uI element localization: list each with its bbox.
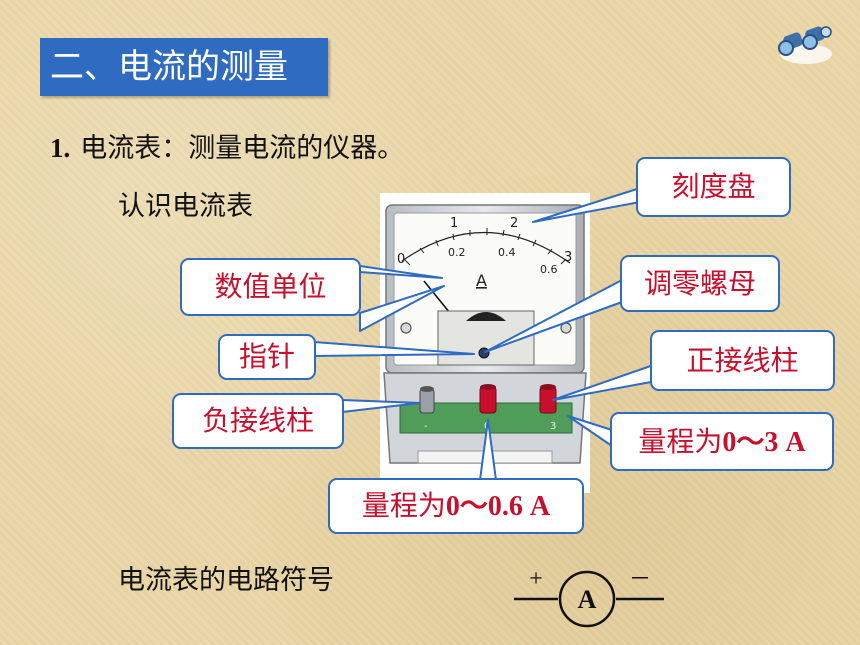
ammeter-illustration: 0 1 2 3 0.2 0.4 0.6 A - 0 3: [380, 193, 590, 493]
case-screw: [400, 322, 412, 334]
callout-range-3-value: 0～3 A: [722, 427, 806, 458]
terminal-label: -: [424, 421, 428, 432]
symbol-letter: A: [578, 585, 597, 614]
callout-zero-adjust: 调零螺母: [620, 255, 780, 312]
terminal-3: [539, 384, 557, 414]
callout-unit: 数值单位: [180, 258, 361, 316]
callout-negative-terminal: 负接线柱: [172, 393, 344, 449]
scale-label: 0.2: [448, 246, 466, 259]
zero-adjust-screw: [478, 347, 490, 359]
scale-label: 2: [510, 216, 518, 231]
callout-dial: 刻度盘: [636, 157, 791, 217]
callout-range-3: 量程为0～3 A: [610, 412, 834, 471]
callout-pointer-text: 指针: [238, 340, 295, 373]
scale-label: 1: [450, 216, 458, 231]
callout-unit-text: 数值单位: [214, 270, 327, 303]
callout-positive-terminal-text: 正接线柱: [686, 344, 799, 377]
heading-number: 1.: [50, 133, 71, 163]
case-screw: [560, 322, 572, 334]
terminal-06: [479, 384, 497, 414]
callout-dial-text: 刻度盘: [671, 170, 756, 203]
scale-label: 3: [564, 250, 572, 265]
symbol-minus: －: [629, 567, 651, 592]
heading-text: 电流表：测量电流的仪器。: [80, 133, 405, 164]
callout-negative-terminal-text: 负接线柱: [201, 404, 314, 437]
terminal-label: 3: [550, 421, 556, 432]
callout-range-06-value: 0～0.6 A: [445, 491, 551, 522]
callout-pointer: 指针: [218, 334, 316, 380]
symbol-label: 电流表的电路符号: [118, 565, 334, 596]
heading: 1. 电流表：测量电流的仪器。: [50, 126, 404, 165]
unit-symbol: A: [476, 271, 487, 290]
callout-range-06-prefix: 量程为: [361, 489, 446, 522]
callout-zero-adjust-text: 调零螺母: [643, 267, 756, 300]
binoculars-icon: [778, 26, 832, 64]
scale-label: 0.4: [498, 246, 516, 259]
intro-text: 认识电流表: [118, 191, 253, 222]
section-title: 二、电流的测量: [40, 38, 328, 96]
scale-label: 0: [397, 252, 405, 267]
negative-terminal: [419, 386, 435, 414]
callout-range-3-prefix: 量程为: [638, 425, 723, 458]
ammeter-symbol: A + －: [514, 566, 664, 628]
callout-positive-terminal: 正接线柱: [650, 330, 835, 391]
scale-label: 0.6: [540, 263, 558, 276]
symbol-plus: +: [529, 566, 543, 592]
callout-range-06: 量程为0～0.6 A: [328, 478, 584, 534]
terminal-label: 0: [484, 421, 490, 432]
